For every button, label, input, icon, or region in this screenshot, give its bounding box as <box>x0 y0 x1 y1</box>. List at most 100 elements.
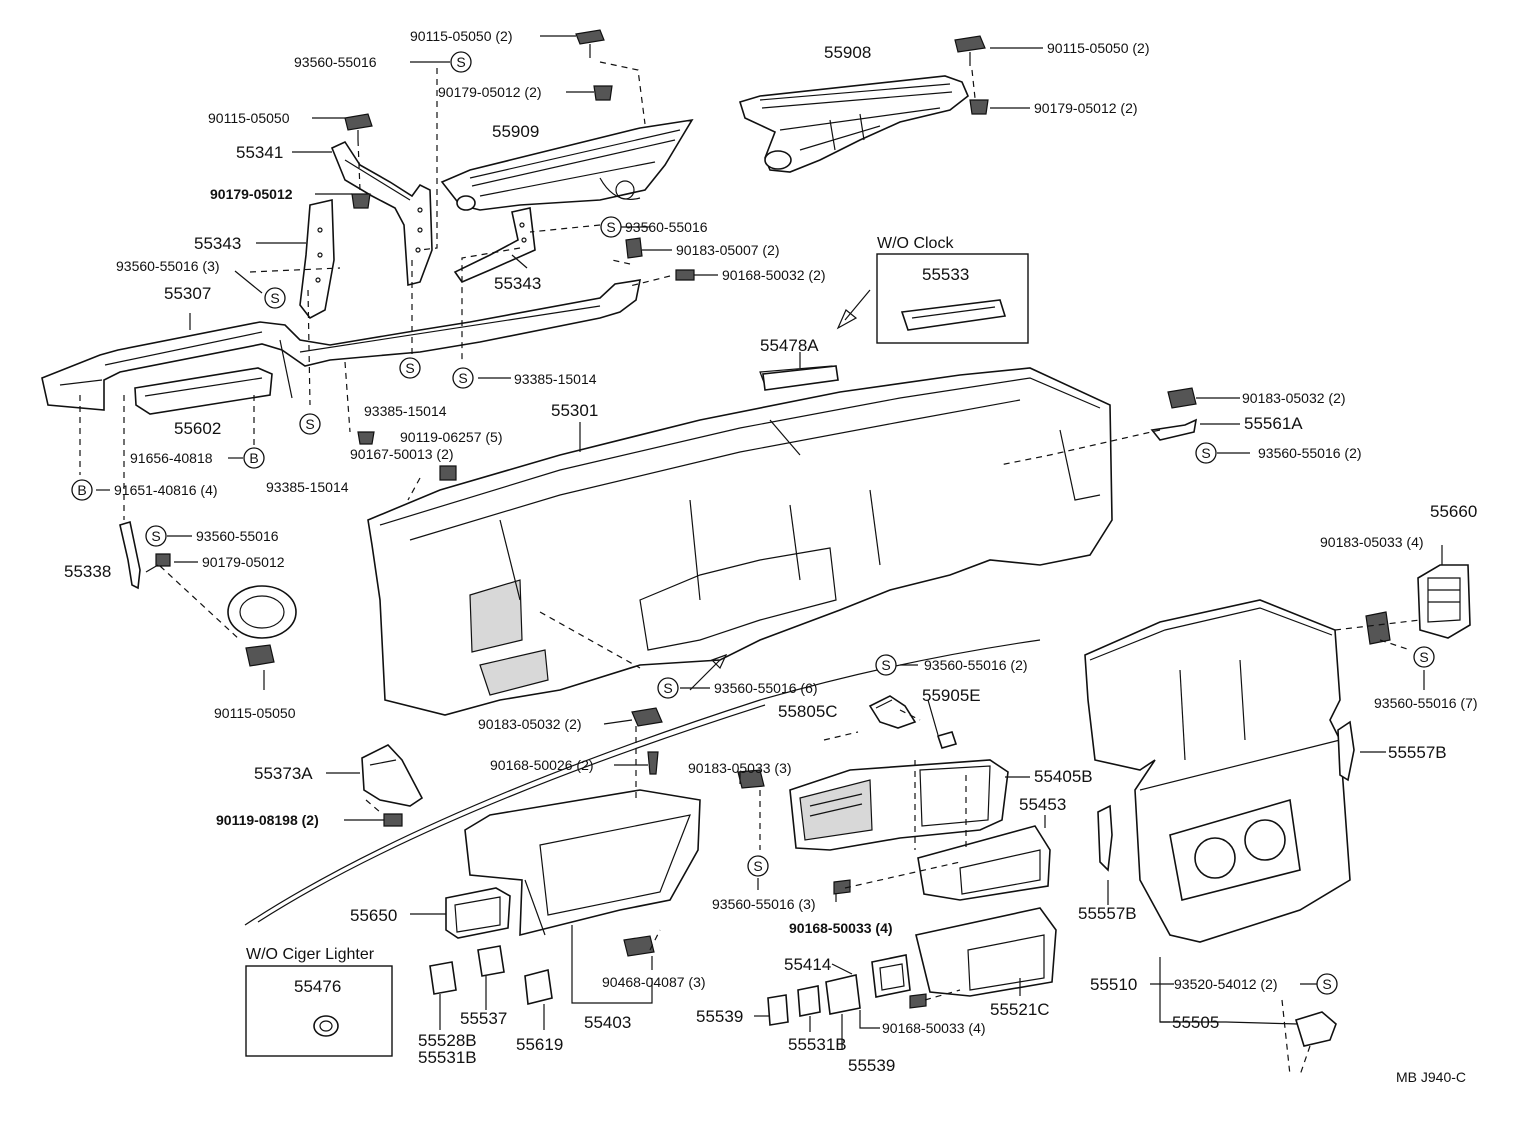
label-90179-05012: 90179-05012 <box>210 186 293 202</box>
cover-55531b <box>797 985 821 1017</box>
register-frame-55405b <box>789 759 1009 851</box>
defroster-nozzle-55908 <box>738 75 969 173</box>
fastener-90119-08198 <box>383 813 403 827</box>
fastener-90115-05050-top <box>575 29 605 58</box>
label-90179-05012-2-right: 90179-05012 (2) <box>1034 100 1138 116</box>
label-93560-55016-3-b: 93560-55016 (3) <box>712 896 816 912</box>
label-55301: 55301 <box>551 401 598 420</box>
label-90183-05033-3: 90183-05033 (3) <box>688 760 792 776</box>
b-symbol: B <box>71 479 93 501</box>
label-55561a: 55561A <box>1244 414 1303 433</box>
direction-arrows <box>689 289 871 691</box>
fastener-90468-04087 <box>623 935 655 957</box>
s-symbol: S <box>145 525 167 547</box>
vent-55650 <box>445 887 511 939</box>
label-90183-05032-2: 90183-05032 (2) <box>1242 390 1346 406</box>
s-symbol: S <box>875 654 897 676</box>
svg-text:S: S <box>458 370 467 386</box>
label-55521c: 55521C <box>990 1000 1050 1019</box>
clip-55561a <box>1150 418 1198 441</box>
svg-text:S: S <box>456 54 465 70</box>
svg-text:S: S <box>1419 649 1428 665</box>
box-title-wo-ciger-lighter: W/O Ciger Lighter <box>246 946 375 963</box>
bracket-55338 <box>119 520 141 590</box>
label-93560-55016-b: 93560-55016 <box>625 219 708 235</box>
b-symbol: B <box>243 447 265 469</box>
svg-text:B: B <box>249 450 258 466</box>
label-55528b: 55528B <box>418 1031 477 1050</box>
label-55343-left: 55343 <box>194 234 241 253</box>
label-55453: 55453 <box>1019 795 1066 814</box>
bracket-55505 <box>1295 1011 1337 1047</box>
cover-55528b <box>429 961 457 995</box>
label-55476: 55476 <box>294 977 341 996</box>
fastener-90183-05033-4 <box>1365 611 1391 645</box>
label-55414: 55414 <box>784 955 831 974</box>
fastener-90167-50013 <box>357 431 375 445</box>
label-93385-15014: 93385-15014 <box>514 371 597 387</box>
label-55341: 55341 <box>236 143 283 162</box>
cover-55478a <box>762 365 839 391</box>
vent-55660 <box>1417 564 1471 639</box>
fastener-90168-50033-lower <box>909 993 927 1009</box>
label-90115-05050: 90115-05050 <box>208 110 290 126</box>
label-90183-05032-2-b: 90183-05032 (2) <box>478 716 582 732</box>
lower-panel-55510 <box>1084 599 1351 943</box>
label-93560-55016-c: 93560-55016 <box>196 528 279 544</box>
label-55478a: 55478A <box>760 336 819 355</box>
fastener-90179-05012-left <box>351 193 371 209</box>
label-55905e: 55905E <box>922 686 981 705</box>
label-55537: 55537 <box>460 1009 507 1028</box>
speaker-ring <box>227 585 297 639</box>
s-symbol: S <box>1316 973 1338 995</box>
fastener-90183-05032-right <box>1167 387 1197 409</box>
box-wo-clock: W/O Clock <box>876 235 1029 344</box>
s-symbol: S <box>1413 646 1435 668</box>
label-90119-06257-5: 90119-06257 (5) <box>400 429 502 445</box>
svg-text:B: B <box>77 482 86 498</box>
label-55338: 55338 <box>64 562 111 581</box>
part-55905e <box>936 731 958 749</box>
reinforcement-55307 <box>41 279 642 411</box>
label-55650: 55650 <box>350 906 397 925</box>
label-55557b-left: 55557B <box>1078 904 1137 923</box>
clip-55557b-left <box>1097 804 1113 872</box>
bracket-55602 <box>134 367 273 415</box>
s-symbol: S <box>299 413 321 435</box>
defroster-nozzle-55909 <box>440 118 694 211</box>
fastener-90119-06257 <box>439 465 457 481</box>
fastener-90168-50033-upper <box>833 879 851 895</box>
cover-55619 <box>524 968 553 1005</box>
svg-text:S: S <box>405 360 414 376</box>
leader-lines <box>96 35 1443 1050</box>
label-90168-50026-2: 90168-50026 (2) <box>490 757 594 773</box>
label-90179-05012-2: 90179-05012 (2) <box>438 84 542 100</box>
label-93520-54012-2: 93520-54012 (2) <box>1174 976 1278 992</box>
label-90168-50033-4-b: 90168-50033 (4) <box>882 1020 986 1036</box>
label-55307: 55307 <box>164 284 211 303</box>
label-91651-40816-4: 91651-40816 (4) <box>114 482 218 498</box>
label-90115-05050-2: 90115-05050 (2) <box>410 28 512 44</box>
fastener-90179-05012-top <box>593 85 613 101</box>
fastener-90115-05050-bottom <box>245 644 275 667</box>
label-90179-05012-b: 90179-05012 <box>202 554 285 570</box>
label-93385-15014-c: 93385-15014 <box>266 479 349 495</box>
label-55539-left: 55539 <box>696 1007 743 1026</box>
label-90183-05033-4: 90183-05033 (4) <box>1320 534 1424 550</box>
fastener-90168-50026 <box>647 751 659 775</box>
label-55805c: 55805C <box>778 702 838 721</box>
svg-text:S: S <box>305 416 314 432</box>
label-55908: 55908 <box>824 43 871 62</box>
label-93560-55016-2-b: 93560-55016 (2) <box>924 657 1028 673</box>
clip-55557b-right <box>1337 720 1355 782</box>
svg-text:S: S <box>606 219 615 235</box>
bracket-55343-right <box>453 207 536 283</box>
label-90119-08198-2: 90119-08198 (2) <box>216 812 319 828</box>
label-93560-55016-2: 93560-55016 (2) <box>1258 445 1362 461</box>
label-90115-05050-2-right: 90115-05050 (2) <box>1047 40 1149 56</box>
label-91656-40818: 91656-40818 <box>130 450 213 466</box>
svg-text:S: S <box>1201 445 1210 461</box>
svg-text:S: S <box>1322 976 1331 992</box>
fastener-90179-05012-mid <box>155 553 171 567</box>
